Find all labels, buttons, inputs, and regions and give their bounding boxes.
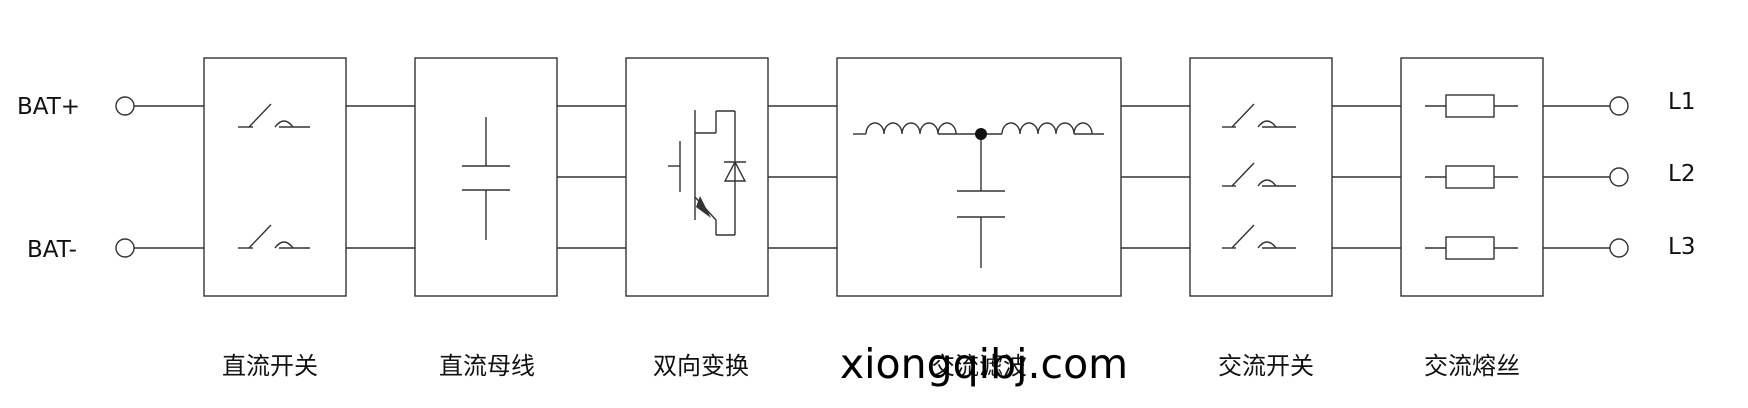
terminal-bat-minus: BAT- <box>27 237 135 263</box>
block-ac-fuse: 交流熔丝 <box>1400 57 1544 380</box>
terminal-label: L2 <box>1668 161 1695 187</box>
block-label: 交流滤波 <box>931 352 1027 380</box>
ac-switch-symbol-icon <box>1222 103 1296 249</box>
block-label: 双向变换 <box>653 352 749 380</box>
block-label: 直流开关 <box>222 352 318 380</box>
block-label: 直流母线 <box>439 352 535 380</box>
terminal-l3: L3 <box>1609 234 1695 260</box>
watermark-text: xiongqibj.com <box>840 340 1128 388</box>
terminal-circle-icon <box>115 238 135 258</box>
terminal-l1: L1 <box>1609 89 1695 116</box>
block-dc-switch: 直流开关 <box>203 57 347 380</box>
igbt-arrow-icon <box>696 196 711 218</box>
block-label: 交流熔丝 <box>1424 352 1520 380</box>
terminal-circle-icon <box>1609 238 1629 258</box>
igbt-diode-symbol-icon <box>668 110 747 236</box>
block-label: 交流开关 <box>1218 352 1314 380</box>
block-ac-filter: 交流滤波 <box>836 57 1122 380</box>
lc-filter-symbol-icon <box>853 122 1104 268</box>
dc-switch-symbol-icon <box>238 103 310 249</box>
terminal-label: BAT- <box>27 237 77 263</box>
terminal-circle-icon <box>1609 96 1629 116</box>
terminal-label: L3 <box>1668 234 1695 260</box>
block-dc-bus: 直流母线 <box>414 57 558 380</box>
terminal-circle-icon <box>1609 167 1629 187</box>
terminal-l2: L2 <box>1609 161 1695 187</box>
junction-dot-icon <box>975 128 987 140</box>
terminal-circle-icon <box>115 96 135 116</box>
block-bidirectional-converter: 双向变换 <box>625 57 769 380</box>
block-ac-switch: 交流开关 <box>1189 57 1333 380</box>
terminal-label: L1 <box>1668 89 1695 115</box>
terminal-bat-plus: BAT+ <box>17 94 135 120</box>
wiring <box>134 105 1610 249</box>
capacitor-symbol-icon <box>462 117 510 240</box>
terminal-label: BAT+ <box>17 94 80 120</box>
fuse-symbol-icon <box>1425 94 1518 260</box>
